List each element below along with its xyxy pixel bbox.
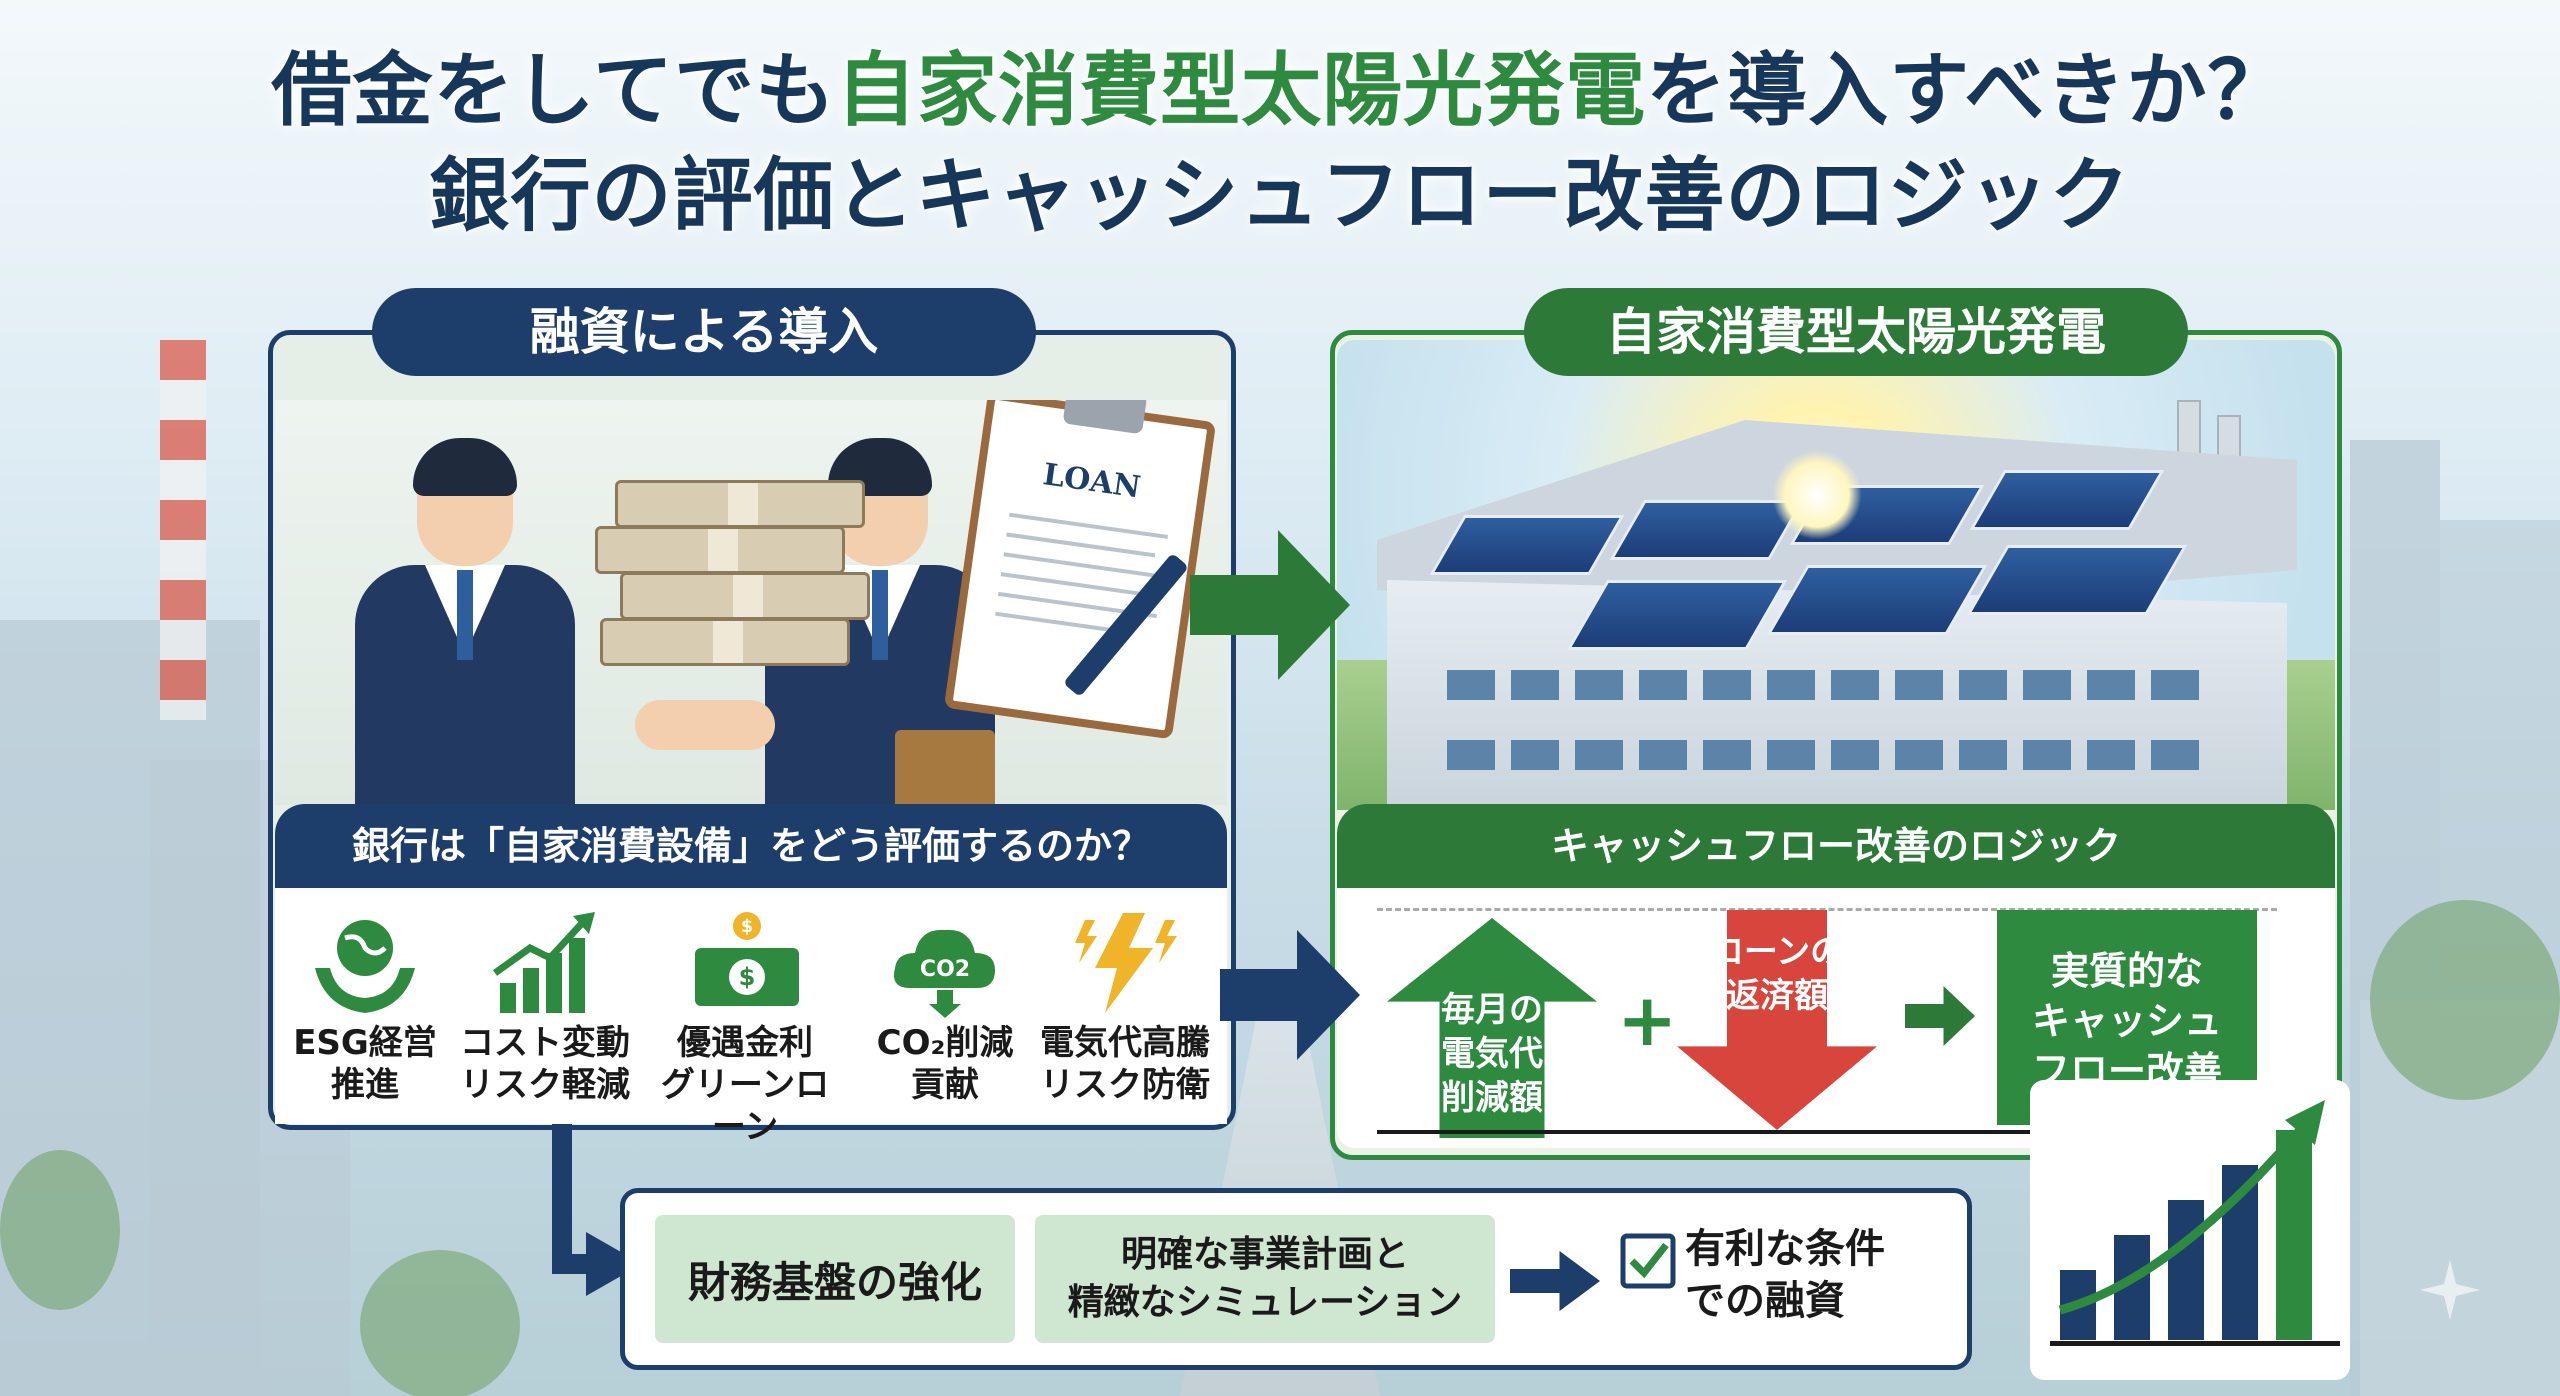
- loan-label: LOAN: [1040, 457, 1143, 506]
- evaluation-item-label: 電気代高騰 リスク防衛: [1040, 1023, 1210, 1105]
- sun-icon: [1772, 450, 1862, 540]
- page-title: 借金をしてでも自家消費型太陽光発電を導入すべきか？ 銀行の評価とキャッシュフロー…: [0, 38, 2560, 248]
- plus-icon: +: [1617, 978, 1678, 1062]
- solar-factory-illustration: [1337, 340, 2335, 810]
- evaluation-item-label: 優遇金利 グリーンローン: [660, 1023, 830, 1147]
- bar-chart-up-icon: [492, 912, 595, 1013]
- evaluation-item-label: ESG経営 推進: [293, 1023, 437, 1105]
- savings-label: 毎月の 電気代 削減額: [1441, 990, 1543, 1118]
- svg-text:$: $: [741, 916, 754, 937]
- favorable-loan-label: 有利な条件 での融資: [1685, 1226, 1885, 1324]
- evaluation-item-label: CO₂削減 貢献: [876, 1023, 1014, 1105]
- title-line1-suffix: を導入すべきか？: [1646, 44, 2289, 137]
- chart-bar: [2168, 1200, 2204, 1340]
- evaluation-item-label: コスト変動 リスク軽減: [460, 1023, 630, 1105]
- evaluation-item-rate: $ $ 優遇金利 グリーンローン: [645, 908, 845, 1148]
- folder-icon: [895, 730, 995, 805]
- bank-evaluation-header: 銀行は「自家消費設備」をどう評価するのか？: [275, 804, 1227, 888]
- background-tree: [360, 1250, 520, 1396]
- title-line1-highlight: 自家消費型太陽光発電: [836, 44, 1647, 137]
- background-tree: [0, 1150, 120, 1310]
- lightning-icon: [1075, 913, 1177, 1013]
- growth-trend-arrow: [2058, 1100, 2325, 1315]
- growth-chart: [2030, 1080, 2350, 1380]
- result-arrow-icon: [1905, 986, 1975, 1046]
- cashflow-logic-header: キャッシュフロー改善のロジック: [1337, 804, 2335, 888]
- outcome-arrow-icon: [1510, 1251, 1600, 1311]
- handshake-illustration: LOAN: [275, 400, 1227, 805]
- svg-text:CO2: CO2: [920, 957, 970, 982]
- evaluation-item-esg: ESG経営 推進: [275, 908, 455, 1106]
- chart-bar: [2276, 1130, 2312, 1340]
- checkbox-icon: [1620, 1233, 1676, 1289]
- evaluation-item-electricity: 電気代高騰 リスク防衛: [1035, 908, 1215, 1106]
- loan-panel-header: 融資による導入: [372, 288, 1036, 376]
- solar-panel-header: 自家消費型太陽光発電: [1524, 288, 2188, 376]
- handshake-hands: [635, 700, 775, 750]
- svg-text:$: $: [739, 963, 756, 991]
- title-line-2: 銀行の評価とキャッシュフロー改善のロジック: [429, 149, 2131, 242]
- co2-cloud-icon: CO2: [894, 929, 995, 1018]
- background-chimney: [160, 340, 206, 720]
- globe-hands-icon: [315, 920, 415, 1013]
- money-coin-icon: $ $: [695, 912, 799, 1006]
- down-connector-line: [552, 1124, 572, 1274]
- background-tree: [2370, 900, 2560, 1100]
- financing-outcome-box: 財務基盤の強化 明確な事業計画と 精緻なシミュレーション 有利な条件 での融資: [620, 1188, 1972, 1370]
- bank-evaluation-list: ESG経営 推進 コスト変動 リスク軽減 $ $ 優遇金利 グリーンローン CO…: [275, 888, 1227, 1147]
- evaluation-item-co2: CO2 CO₂削減 貢献: [855, 908, 1035, 1106]
- financial-strength-box: 財務基盤の強化: [655, 1215, 1015, 1343]
- clipboard-clip-icon: [1062, 400, 1148, 435]
- business-plan-box: 明確な事業計画と 精緻なシミュレーション: [1035, 1215, 1495, 1343]
- evaluation-item-cost: コスト変動 リスク軽減: [455, 908, 635, 1106]
- repayment-label: ローンの 返済額: [1709, 932, 1845, 1016]
- title-line1-prefix: 借金をしてでも: [271, 44, 837, 137]
- title-line-1: 借金をしてでも自家消費型太陽光発電を導入すべきか？: [0, 38, 2560, 143]
